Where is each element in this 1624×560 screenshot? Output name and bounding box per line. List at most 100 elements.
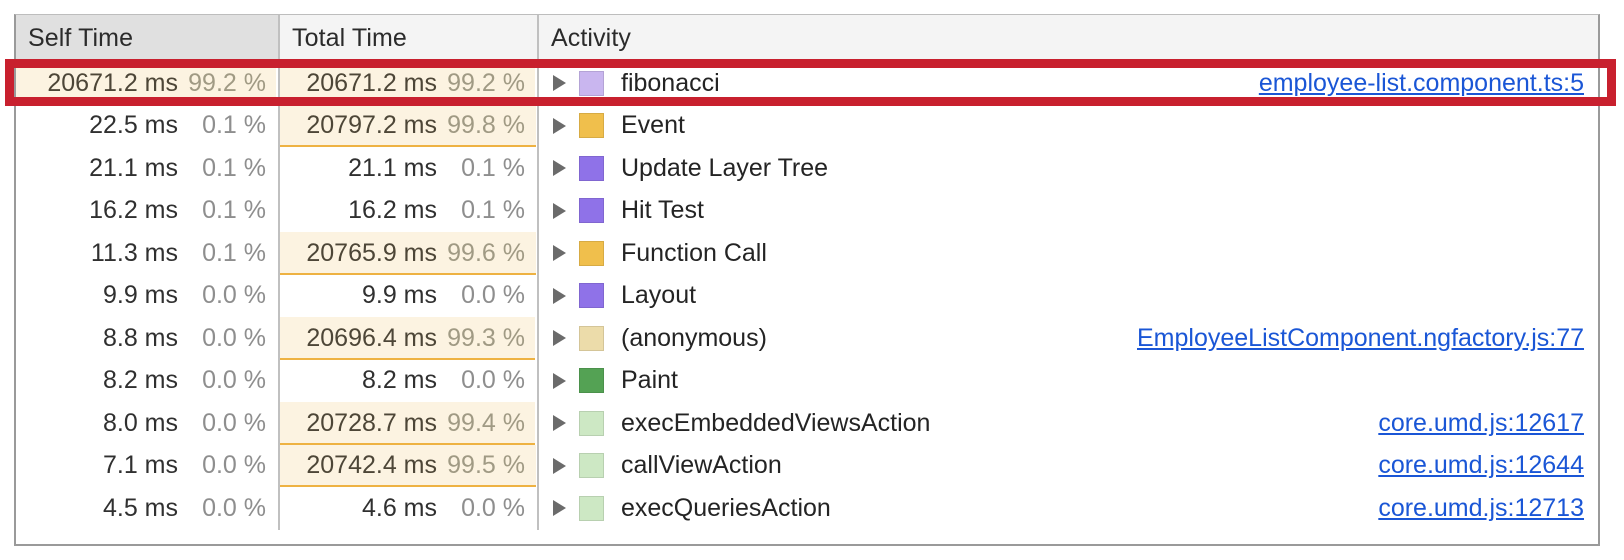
total-time-percent: 99.5 %: [447, 451, 525, 480]
column-header-total-time[interactable]: Total Time: [280, 15, 539, 61]
total-time-bar: [280, 444, 536, 487]
disclosure-triangle-icon[interactable]: [553, 245, 566, 262]
activity-label: callViewAction: [621, 451, 782, 480]
total-time-percent: 0.1 %: [461, 196, 525, 225]
activity-label: Update Layer Tree: [621, 153, 829, 182]
total-time-ms: 20696.4 ms: [306, 323, 437, 352]
activity-source-link[interactable]: core.umd.js:12713: [1378, 493, 1584, 522]
activity-color-swatch-icon: [579, 240, 604, 266]
cell-activity: Paint: [539, 360, 1598, 403]
column-header-self-time[interactable]: Self Time: [16, 15, 280, 61]
total-time-ms: 16.2 ms: [348, 196, 437, 225]
self-time-percent: 0.0 %: [202, 408, 266, 437]
activity-color-swatch-icon: [579, 70, 604, 96]
activity-source-link[interactable]: employee-list.component.ts:5: [1258, 68, 1584, 97]
activity-source-link[interactable]: core.umd.js:12644: [1378, 451, 1584, 480]
disclosure-triangle-icon[interactable]: [553, 117, 566, 134]
self-time-percent: 0.0 %: [202, 366, 266, 395]
activity-label: Event: [621, 111, 685, 140]
self-time-ms: 21.1 ms: [89, 153, 178, 182]
cell-activity: Function Call: [539, 232, 1598, 275]
total-time-percent: 0.0 %: [461, 281, 525, 310]
self-time-percent: 0.1 %: [202, 153, 266, 182]
activity-color-swatch-icon: [579, 325, 604, 351]
activity-source-link[interactable]: EmployeeListComponent.ngfactory.js:77: [1137, 323, 1584, 352]
activity-label: (anonymous): [621, 323, 767, 352]
self-time-percent: 0.1 %: [202, 196, 266, 225]
total-time-ms: 20797.2 ms: [306, 111, 437, 140]
activity-color-swatch-icon: [579, 495, 604, 521]
self-time-ms: 20671.2 ms: [47, 68, 178, 97]
disclosure-triangle-icon[interactable]: [553, 160, 566, 177]
disclosure-triangle-icon[interactable]: [553, 415, 566, 432]
cell-activity: Update Layer Tree: [539, 147, 1598, 190]
activity-color-swatch-icon: [579, 283, 604, 309]
total-time-percent: 99.6 %: [447, 238, 525, 267]
self-time-percent: 99.2 %: [188, 68, 266, 97]
disclosure-triangle-icon[interactable]: [553, 75, 566, 92]
disclosure-triangle-icon[interactable]: [553, 457, 566, 474]
disclosure-triangle-icon[interactable]: [553, 287, 566, 304]
self-time-percent: 0.0 %: [202, 323, 266, 352]
column-header-self-time-label: Self Time: [28, 23, 134, 52]
activity-label: Function Call: [621, 238, 767, 267]
total-time-ms: 20671.2 ms: [306, 68, 437, 97]
cell-self-time: 8.8 ms 0.0 %: [16, 317, 280, 360]
total-time-percent: 99.2 %: [447, 68, 525, 97]
cell-total-time: 20671.2 ms 99.2 %: [280, 62, 539, 105]
total-time-percent: 99.4 %: [447, 408, 525, 437]
total-time-ms: 4.6 ms: [361, 493, 437, 522]
cell-activity: Layout: [539, 275, 1598, 318]
activity-color-swatch-icon: [579, 410, 604, 436]
total-time-percent: 0.0 %: [461, 366, 525, 395]
activity-color-swatch-icon: [579, 113, 604, 139]
cell-total-time: 20797.2 ms 99.8 %: [280, 104, 539, 147]
column-header-activity[interactable]: Activity: [539, 15, 1598, 61]
total-time-ms: 20742.4 ms: [306, 451, 437, 480]
total-time-percent: 99.8 %: [447, 111, 525, 140]
disclosure-triangle-icon[interactable]: [553, 202, 566, 219]
total-time-bar: [280, 317, 536, 360]
activity-source-link[interactable]: core.umd.js:12617: [1378, 408, 1584, 437]
cell-activity: callViewAction core.umd.js:12644: [539, 445, 1598, 488]
activity-color-swatch-icon: [579, 198, 604, 224]
activity-label: execEmbeddedViewsAction: [621, 408, 931, 437]
total-time-percent: 0.0 %: [461, 493, 525, 522]
cell-self-time: 21.1 ms 0.1 %: [16, 147, 280, 190]
total-time-bar: [280, 402, 536, 445]
cell-activity: Hit Test: [539, 190, 1598, 233]
table-row[interactable]: 20671.2 ms 99.2 % 20671.2 ms 99.2 % fibonacc…: [16, 62, 1598, 105]
cell-total-time: 16.2 ms 0.1 %: [280, 189, 539, 232]
column-header-total-time-label: Total Time: [292, 23, 407, 52]
disclosure-triangle-icon[interactable]: [553, 372, 566, 389]
disclosure-triangle-icon[interactable]: [553, 500, 566, 517]
total-time-bar: [280, 232, 536, 275]
activity-label: Hit Test: [621, 196, 704, 225]
self-time-ms: 8.8 ms: [102, 323, 178, 352]
total-time-ms: 21.1 ms: [348, 153, 437, 182]
disclosure-triangle-icon[interactable]: [553, 330, 566, 347]
